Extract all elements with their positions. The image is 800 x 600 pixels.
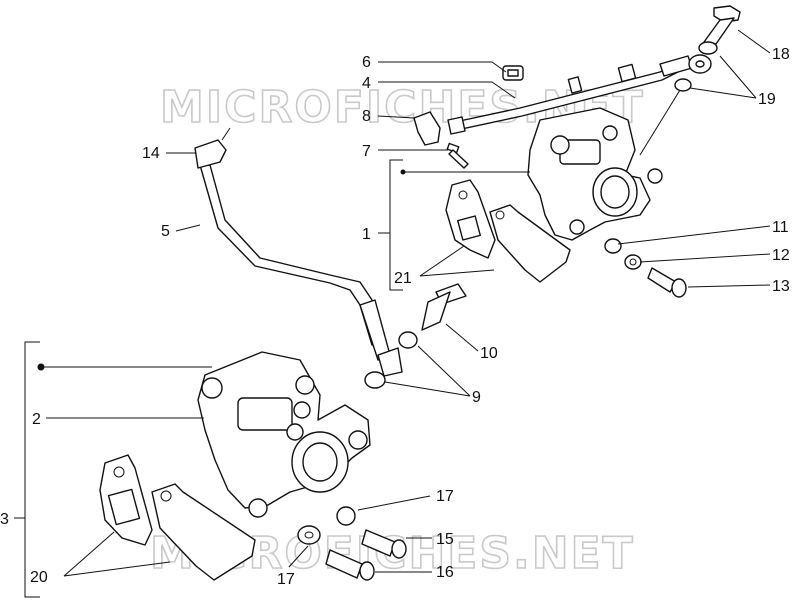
- callout-8: 8: [362, 108, 371, 125]
- callout-11: 11: [772, 219, 789, 236]
- brake-hose-upper: [447, 55, 693, 135]
- brake-pads-lower: [99, 454, 256, 581]
- lower-caliper-assembly: [99, 351, 407, 581]
- brake-hose-5: [199, 164, 403, 377]
- callout-20: 20: [30, 569, 48, 586]
- callout-2: 2: [32, 411, 41, 428]
- bolt-15: [361, 529, 407, 559]
- upper-caliper-assembly: [413, 5, 741, 298]
- callout-10: 10: [480, 345, 498, 362]
- callout-14: 14: [142, 145, 160, 162]
- callout-6: 6: [362, 54, 371, 71]
- callout-9: 9: [472, 389, 481, 406]
- clamp-14: [194, 127, 231, 169]
- callout-21: 21: [394, 270, 412, 287]
- clamp-6: [502, 65, 524, 81]
- caliper-body-upper: [527, 107, 663, 241]
- callout-labels: 6 4 8 7 14 5 1 21 18 19 11 12 13 10 9 2 …: [0, 46, 790, 588]
- leader-lines: [14, 29, 771, 598]
- callout-12: 12: [772, 247, 790, 264]
- washers-17: [297, 506, 356, 545]
- washers-19: [674, 41, 718, 92]
- clip-8: [413, 111, 441, 146]
- bolt-16: [325, 549, 375, 581]
- washers-9: [364, 331, 418, 389]
- bolt-18: [703, 5, 741, 45]
- callout-3: 3: [0, 511, 9, 528]
- callout-7: 7: [362, 143, 371, 160]
- caliper-body-lower: [197, 351, 371, 518]
- bolt-7: [446, 142, 469, 169]
- callout-1: 1: [362, 226, 371, 243]
- bolt-10: [421, 283, 467, 331]
- callout-15: 15: [436, 531, 454, 548]
- callout-17-lower: 17: [277, 571, 295, 588]
- callout-19: 19: [758, 91, 776, 108]
- callout-18: 18: [772, 46, 790, 63]
- callout-17-upper: 17: [436, 488, 454, 505]
- brake-pads-upper: [445, 179, 571, 283]
- callout-16: 16: [436, 564, 454, 581]
- bolt-13: [647, 267, 687, 298]
- callout-13: 13: [772, 278, 790, 295]
- callout-4: 4: [362, 75, 371, 92]
- callout-5: 5: [161, 223, 170, 240]
